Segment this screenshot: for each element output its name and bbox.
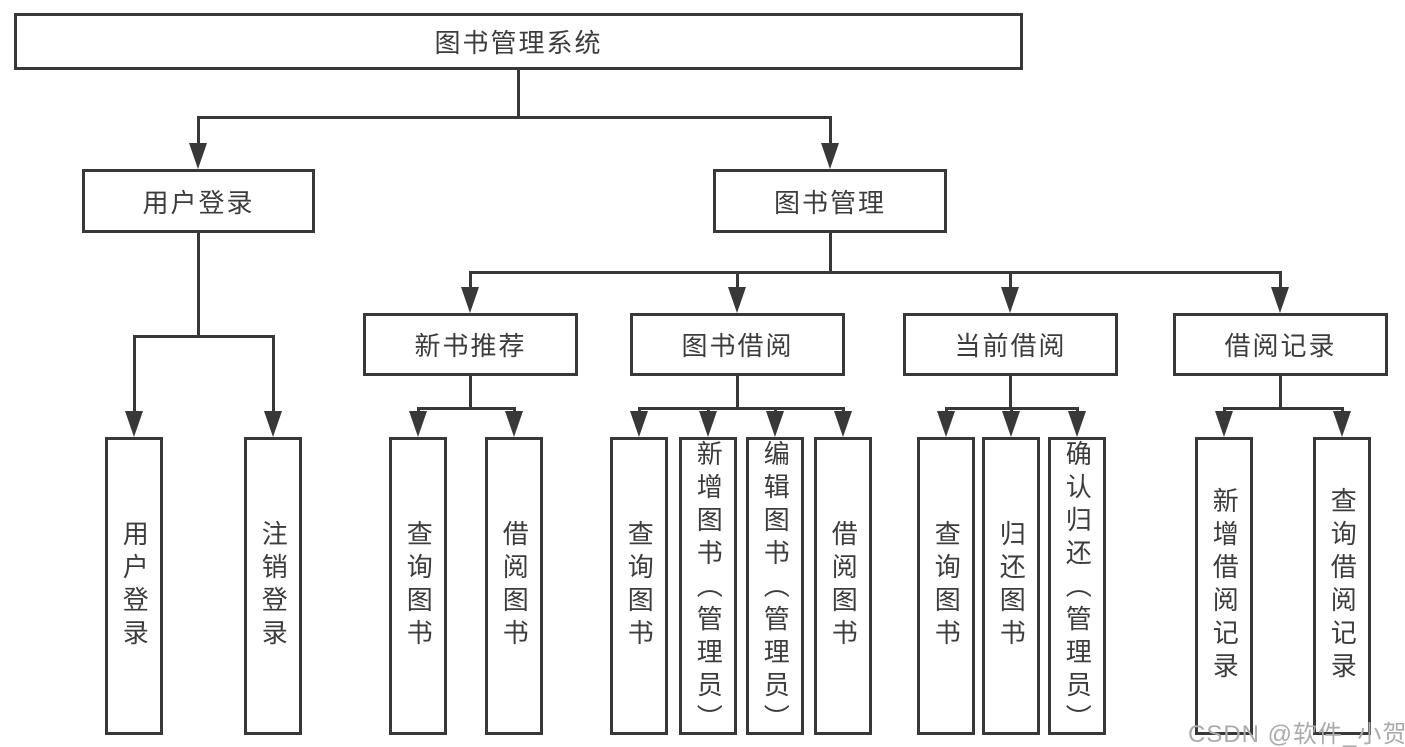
arrowhead: [1333, 411, 1351, 437]
connector-drop-user-login: [197, 116, 200, 148]
arrowhead: [821, 143, 839, 169]
connector-drop-current-borrow: [1009, 271, 1012, 293]
arrowhead: [630, 411, 648, 437]
node-book-management: 图书管理: [713, 169, 947, 233]
node-root: 图书管理系统: [14, 13, 1023, 70]
connector-book-management-split: [469, 271, 1282, 274]
leaf-query-book-borrow: 查询图书: [610, 437, 668, 735]
leaf-add-borrow-record: 新增借阅记录: [1195, 437, 1253, 735]
connector-root-trunk: [517, 68, 520, 118]
connector-borrow-record-trunk: [1279, 376, 1282, 410]
connector-book-borrow-split: [638, 407, 845, 410]
connector-new-book-trunk: [469, 376, 472, 410]
connector-drop-book-borrow: [736, 271, 739, 293]
connector-book-management-trunk: [829, 233, 832, 273]
connector-root-split: [197, 116, 831, 119]
node-user-login: 用户登录: [82, 169, 315, 233]
arrowhead: [1271, 287, 1289, 313]
leaf-query-borrow-record: 查询借阅记录: [1313, 437, 1371, 735]
leaf-confirm-return-admin: 确认归还（管理员）: [1048, 437, 1106, 737]
csdn-watermark: CSDN @软件_小贺同学: [1188, 721, 1405, 747]
leaf-edit-book-admin: 编辑图书（管理员）: [746, 437, 804, 737]
leaf-logout: 注销登录: [244, 437, 302, 735]
arrowhead: [1215, 411, 1233, 437]
arrowhead: [699, 411, 717, 437]
arrowhead: [766, 411, 784, 437]
connector-user-login-trunk: [197, 233, 200, 338]
leaf-user-login: 用户登录: [105, 437, 163, 735]
arrowhead: [937, 411, 955, 437]
arrowhead: [189, 143, 207, 169]
arrowhead: [409, 411, 427, 437]
leaf-query-book-new: 查询图书: [389, 437, 447, 735]
connector-new-book-split: [417, 407, 516, 410]
node-borrow-record: 借阅记录: [1173, 313, 1388, 376]
connector-drop-leaf: [133, 335, 136, 415]
connector-drop-book-management: [829, 116, 832, 148]
connector-user-login-split: [133, 335, 275, 338]
arrowhead: [1068, 411, 1086, 437]
arrowhead: [505, 411, 523, 437]
leaf-return-book: 归还图书: [982, 437, 1040, 735]
arrowhead: [834, 411, 852, 437]
arrowhead: [1001, 287, 1019, 313]
connector-current-borrow-trunk: [1009, 376, 1012, 410]
leaf-borrow-book-new: 借阅图书: [485, 437, 543, 735]
node-new-book-recommend: 新书推荐: [363, 313, 578, 376]
arrowhead: [728, 287, 746, 313]
node-book-borrow: 图书借阅: [630, 313, 845, 376]
connector-drop-leaf: [272, 335, 275, 415]
arrowhead: [264, 411, 282, 437]
leaf-borrow-book: 借阅图书: [814, 437, 872, 735]
leaf-query-book-current: 查询图书: [917, 437, 975, 735]
connector-drop-borrow-record: [1279, 271, 1282, 293]
arrowhead: [125, 411, 143, 437]
connector-borrow-record-split: [1223, 407, 1344, 410]
arrowhead: [461, 287, 479, 313]
node-current-borrow: 当前借阅: [903, 313, 1118, 376]
leaf-add-book-admin: 新增图书（管理员）: [679, 437, 737, 737]
connector-drop-new-book: [469, 271, 472, 293]
arrowhead: [1002, 411, 1020, 437]
connector-book-borrow-trunk: [736, 376, 739, 410]
